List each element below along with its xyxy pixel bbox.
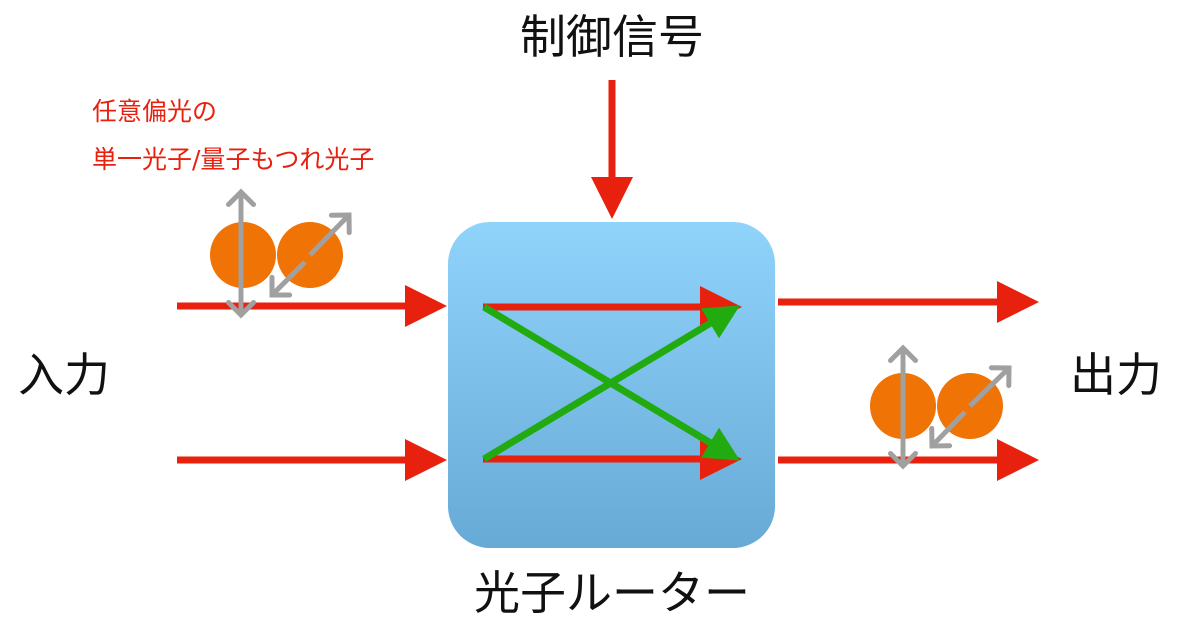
input-description: 任意偏光の 単一光子/量子もつれ光子	[92, 88, 374, 183]
control-signal-label: 制御信号	[520, 10, 704, 64]
router-label: 光子ルーター	[474, 566, 750, 620]
output-label: 出力	[1070, 348, 1162, 402]
input-photon-pair	[210, 188, 352, 319]
input-description-line: 単一光子/量子もつれ光子	[92, 144, 375, 174]
diagonal-polarization-icon	[308, 212, 352, 257]
input-description-line: 任意偏光の	[92, 97, 218, 126]
output-photon-pair	[870, 344, 1012, 470]
cross-path-up	[482, 305, 741, 463]
diagonal-polarization-icon	[269, 260, 307, 298]
diagonal-polarization-icon	[929, 410, 967, 449]
diagonal-polarization-icon	[968, 365, 1012, 408]
input-label: 入力	[18, 348, 110, 402]
